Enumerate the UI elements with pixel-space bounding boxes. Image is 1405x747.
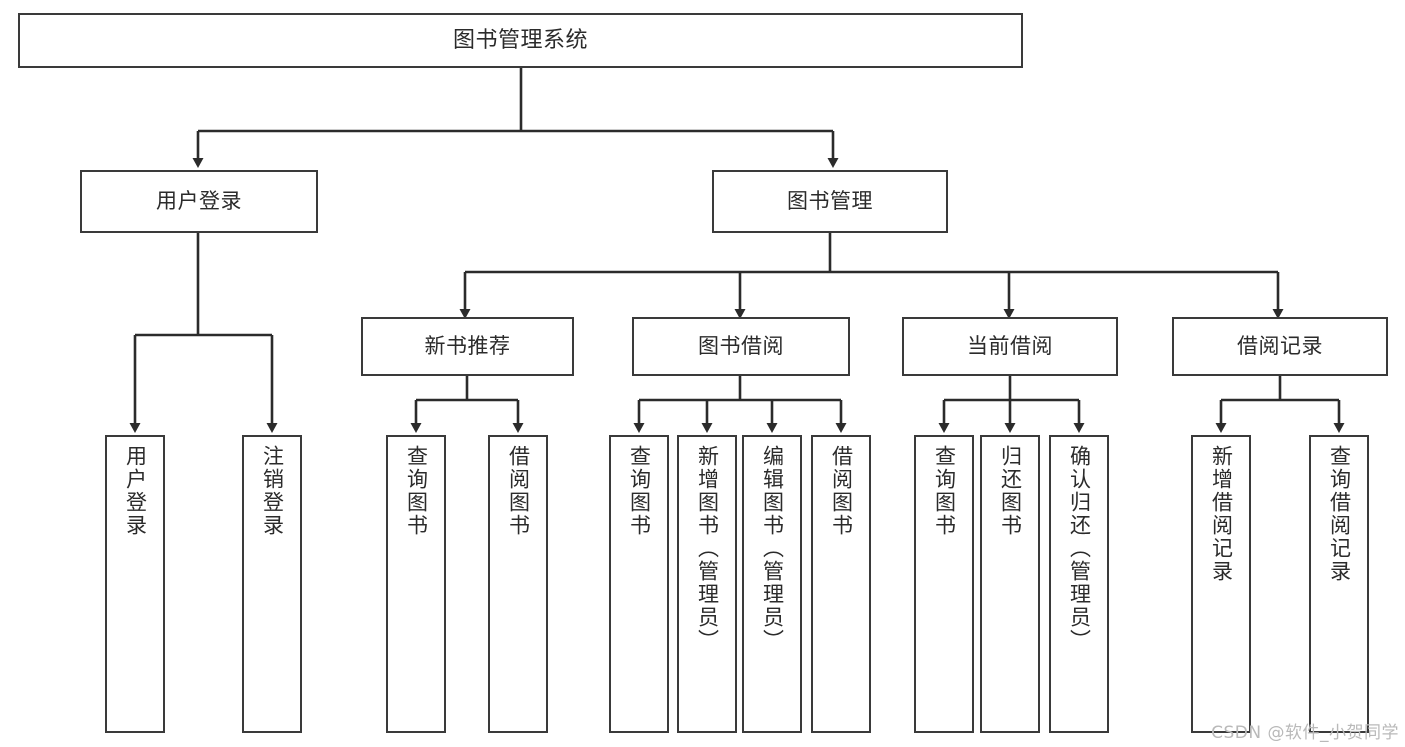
node-label: 用户登录 (123, 445, 148, 537)
leaf-add-book-admin[interactable]: 新增图书（管理员） (677, 435, 737, 733)
node-label: 借阅图书 (506, 445, 531, 537)
node-label: 新增借阅记录 (1209, 445, 1234, 583)
node-label: 新增图书（管理员） (695, 445, 720, 652)
node-label: 查询图书 (932, 445, 957, 537)
node-label: 确认归还（管理员） (1067, 445, 1092, 652)
leaf-query-book-recommend[interactable]: 查询图书 (386, 435, 446, 733)
leaf-borrow-book-recommend[interactable]: 借阅图书 (488, 435, 548, 733)
leaf-user-login[interactable]: 用户登录 (105, 435, 165, 733)
node-label: 图书管理 (787, 189, 873, 214)
leaf-query-book-current[interactable]: 查询图书 (914, 435, 974, 733)
leaf-confirm-return-admin[interactable]: 确认归还（管理员） (1049, 435, 1109, 733)
node-root-system[interactable]: 图书管理系统 (18, 13, 1023, 68)
leaf-add-borrow-record[interactable]: 新增借阅记录 (1191, 435, 1251, 733)
node-label: 新书推荐 (424, 334, 511, 359)
node-label: 图书借阅 (698, 334, 784, 359)
node-label: 借阅图书 (829, 445, 854, 537)
node-book-manage[interactable]: 图书管理 (712, 170, 948, 233)
leaf-query-book-borrow[interactable]: 查询图书 (609, 435, 669, 733)
node-label: 注销登录 (260, 445, 285, 537)
node-user-login[interactable]: 用户登录 (80, 170, 318, 233)
node-label: 查询图书 (404, 445, 429, 537)
leaf-query-borrow-record[interactable]: 查询借阅记录 (1309, 435, 1369, 733)
node-book-borrow[interactable]: 图书借阅 (632, 317, 850, 376)
leaf-borrow-book-borrow[interactable]: 借阅图书 (811, 435, 871, 733)
node-label: 归还图书 (998, 445, 1023, 537)
leaf-edit-book-admin[interactable]: 编辑图书（管理员） (742, 435, 802, 733)
node-current-borrow[interactable]: 当前借阅 (902, 317, 1118, 376)
node-label: 图书管理系统 (452, 27, 588, 53)
leaf-return-book[interactable]: 归还图书 (980, 435, 1040, 733)
node-label: 当前借阅 (967, 334, 1053, 359)
node-label: 用户登录 (156, 189, 242, 214)
node-label: 借阅记录 (1237, 334, 1323, 359)
node-label: 查询图书 (627, 445, 652, 537)
node-borrow-record[interactable]: 借阅记录 (1172, 317, 1388, 376)
node-label: 查询借阅记录 (1327, 445, 1352, 583)
leaf-logout[interactable]: 注销登录 (242, 435, 302, 733)
node-new-book-recommend[interactable]: 新书推荐 (361, 317, 574, 376)
node-label: 编辑图书（管理员） (760, 445, 785, 652)
